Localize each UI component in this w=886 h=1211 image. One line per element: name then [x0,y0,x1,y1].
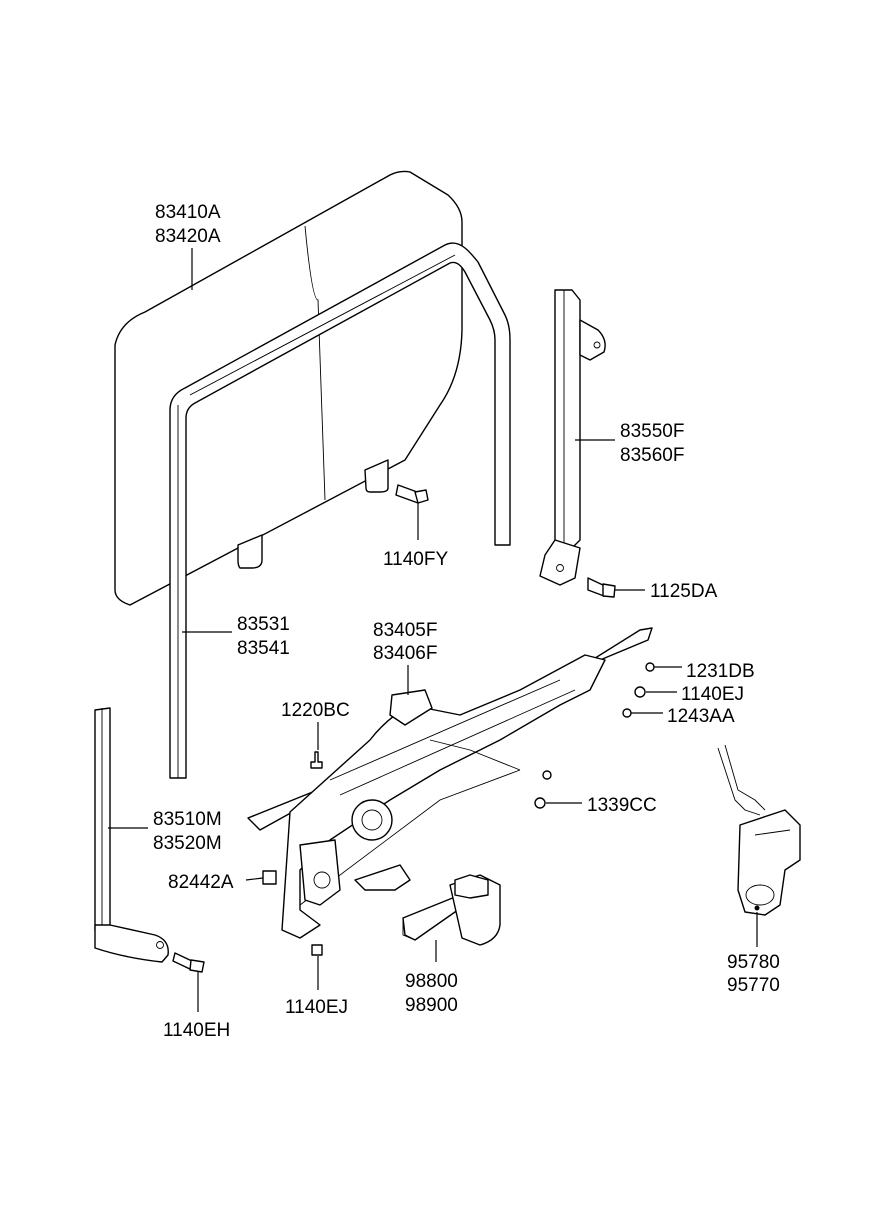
label-1140ej-right: 1140EJ [681,684,744,705]
label-1125da: 1125DA [650,581,718,602]
label-1339cc: 1339CC [587,795,657,816]
window-motor [402,874,501,946]
screw-1243aa-graphic [622,708,632,718]
window-regulator [247,627,653,939]
bolt-1140eh-graphic [172,952,205,973]
front-channel [94,707,169,963]
label-regulator-1: 83405F [373,620,437,641]
label-1140ej-bottom: 1140EJ [285,997,348,1018]
leader-82442a [245,877,264,881]
label-82442a: 82442A [168,872,234,893]
label-sash-1: 83531 [237,614,290,635]
label-front-channel-2: 83520M [153,833,222,854]
label-rear-channel-2: 83560F [620,445,684,466]
label-latch-2: 95770 [727,975,780,996]
fasteners [172,484,655,973]
screw-1140ej-right-graphic [634,686,646,698]
screw-1339cc-graphic [534,797,546,809]
clip-82442a-graphic [262,870,277,885]
screw-1231db-graphic [645,662,655,672]
label-regulator-2: 83406F [373,643,437,664]
label-latch-1: 95780 [727,952,780,973]
door-sash [169,242,511,779]
label-front-channel-1: 83510M [153,809,222,830]
door-glass [114,170,463,606]
bolt-1140ej-bottom-graphic [311,944,323,956]
part-labels: 83410A 83420A 83550F 83560F 1140FY 1125D… [153,202,780,1041]
label-rear-channel-1: 83550F [620,421,684,442]
label-motor-2: 98900 [405,995,458,1016]
label-1140eh: 1140EH [163,1020,230,1041]
label-1243aa: 1243AA [667,706,735,727]
leader-lines [108,248,758,1012]
label-glass-2: 83420A [155,226,221,247]
label-1140fy: 1140FY [383,549,448,570]
rear-channel [539,289,606,586]
label-sash-2: 83541 [237,638,290,659]
screw-1339cc-left-graphic [542,770,552,780]
bolt-1140fy-graphic [395,484,429,504]
bolt-1125da-graphic [587,577,616,598]
screw-1220bc-graphic [310,751,323,769]
label-1220bc: 1220BC [281,700,350,721]
label-motor-1: 98800 [405,971,458,992]
label-glass-1: 83410A [155,202,221,223]
label-1231db: 1231DB [686,661,755,682]
door-latch [717,744,801,916]
